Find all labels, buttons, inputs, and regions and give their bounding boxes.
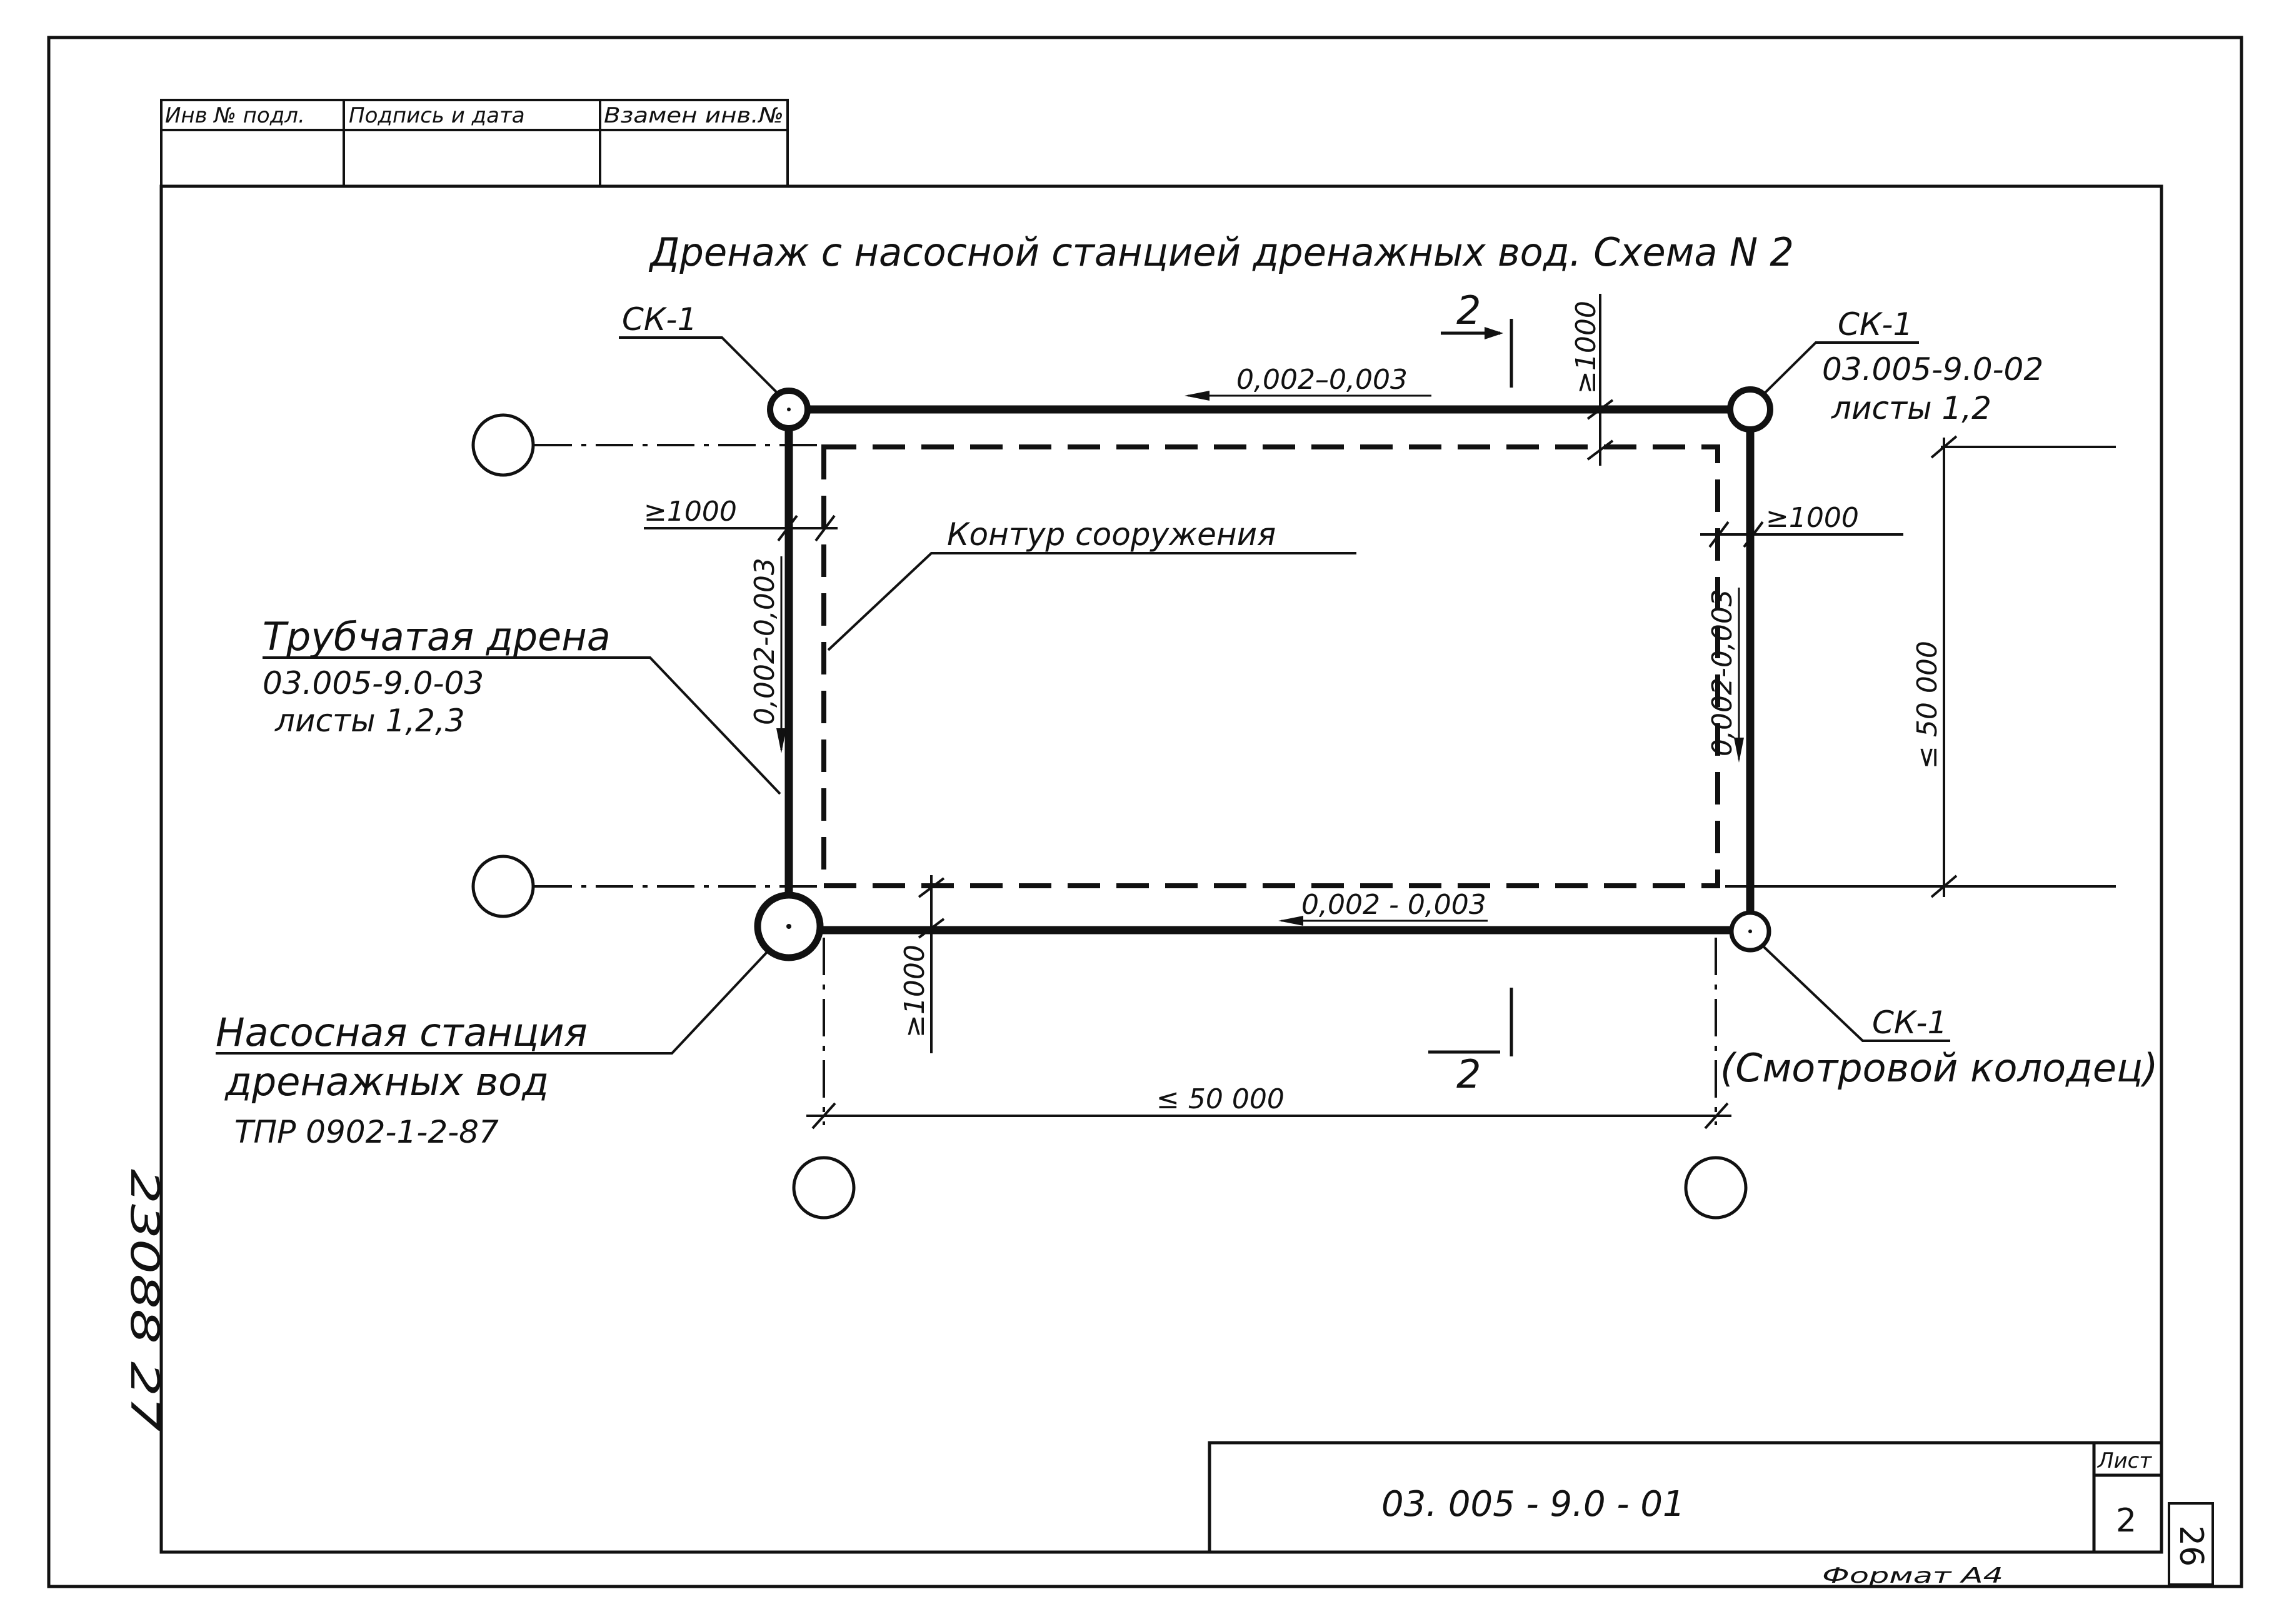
stamp-podpis-data: Подпись и дата — [349, 103, 525, 128]
dim-height-label: ≤ 50 000 — [1911, 641, 1943, 769]
label-drain-doc: 03.005-9.0-03 — [263, 665, 484, 701]
axis-marker-middle — [471, 855, 535, 918]
slope-top-label: 0,002–0,003 — [1236, 364, 1408, 396]
leader-ck1-top-right — [1763, 341, 1919, 395]
label-ck1-top-right: СК-1 — [1838, 306, 1913, 343]
slope-left-label: 0,002-0,003 — [749, 558, 781, 725]
section-mark-top — [1441, 319, 1513, 388]
label-pump-line1: Насосная станция — [216, 1010, 588, 1055]
label-drain-title: Трубчатая дрена — [263, 614, 611, 659]
label-pump-line3: ТПР 0902-1-2-87 — [234, 1114, 499, 1150]
drain-pipe-loop — [784, 405, 1755, 935]
approval-stamp: Инв № подл. Подпись и дата Взамен инв.№ — [160, 99, 789, 188]
label-ck1-top-right-doc: 03.005-9.0-02 — [1822, 351, 2043, 388]
drawing-title: Дренаж с насосной станцией дренажных вод… — [648, 229, 1794, 275]
structure-contour — [821, 444, 1720, 888]
outer-frame — [47, 36, 2243, 1588]
dim-right-offset-label: ≥1000 — [1766, 502, 1859, 534]
format-label: Формат А4 — [1822, 1563, 2003, 1588]
inspection-well-ck1-top-right — [1727, 386, 1773, 433]
dim-width-label: ≤ 50 000 — [1156, 1083, 1285, 1115]
label-ck1-bottom-right-desc: (Смотровой колодец) — [1720, 1045, 2158, 1091]
stamp-inv-podl: Инв № подл. — [165, 103, 305, 128]
leader-contour — [827, 552, 1356, 651]
well-center-dot-br — [1748, 930, 1752, 933]
slope-bottom: 0,002 - 0,003 — [1278, 889, 1488, 926]
label-ck1-bottom-right: СК-1 — [1872, 1005, 1947, 1041]
title-block-doc-code: 03. 005 - 9.0 - 01 — [1381, 1484, 1685, 1525]
dim-top-offset — [1586, 294, 1614, 466]
inner-frame — [159, 184, 2163, 1554]
section-mark-top-label: 2 — [1456, 288, 1481, 333]
leader-ck1-bottom-right — [1763, 946, 1950, 1042]
title-block-sheet-number: 2 — [2116, 1502, 2136, 1540]
label-ck1-top-left: СК-1 — [622, 301, 697, 338]
dim-height — [1725, 435, 2116, 898]
dim-top-offset-label: ≥1000 — [1570, 301, 1602, 394]
label-pump-line2: дренажных вод — [224, 1059, 549, 1105]
page-number-box — [2168, 1502, 2214, 1586]
slope-right-label: 0,002-0,003 — [1706, 589, 1738, 756]
side-archive-number: 23088 27 — [122, 1169, 168, 1431]
title-block-sheet-label: Лист — [2096, 1448, 2152, 1473]
grid-axes — [534, 444, 1717, 1125]
dim-bottom-offset-label: ≥1000 — [899, 945, 931, 1038]
title-block — [1208, 1441, 2163, 1554]
leader-pump-station — [216, 949, 770, 1055]
axis-marker-top — [471, 413, 535, 477]
leader-drain — [263, 656, 781, 795]
slope-right: 0,002-0,003 — [1706, 588, 1744, 763]
slope-left: 0,002-0,003 — [749, 556, 786, 753]
dim-width — [806, 1102, 1731, 1130]
axis-marker-bottom-left — [792, 1156, 856, 1220]
stamp-vzamen-inv: Взамен инв.№ — [604, 103, 784, 128]
grid-axis-markers — [471, 413, 1748, 1220]
slope-bottom-label: 0,002 - 0,003 — [1301, 889, 1486, 921]
dim-bottom-offset — [918, 875, 945, 1053]
slope-top: 0,002–0,003 — [1185, 364, 1431, 401]
dim-left-offset-label: ≥1000 — [644, 496, 737, 528]
section-mark-bottom-label: 2 — [1456, 1051, 1481, 1097]
well-center-dot — [787, 408, 791, 411]
label-contour: Контур сооружения — [947, 516, 1276, 553]
dim-right-offset — [1700, 521, 1903, 548]
dim-left-offset — [644, 514, 838, 542]
leader-ck1-top-left — [619, 336, 779, 395]
axis-marker-bottom-right — [1684, 1156, 1748, 1220]
label-ck1-top-right-sheets: листы 1,2 — [1831, 390, 1991, 426]
section-mark-bottom — [1428, 988, 1513, 1056]
pump-center-dot — [786, 924, 791, 929]
label-drain-sheets: листы 1,2,3 — [274, 703, 465, 739]
page-number: 26 — [2172, 1525, 2210, 1566]
